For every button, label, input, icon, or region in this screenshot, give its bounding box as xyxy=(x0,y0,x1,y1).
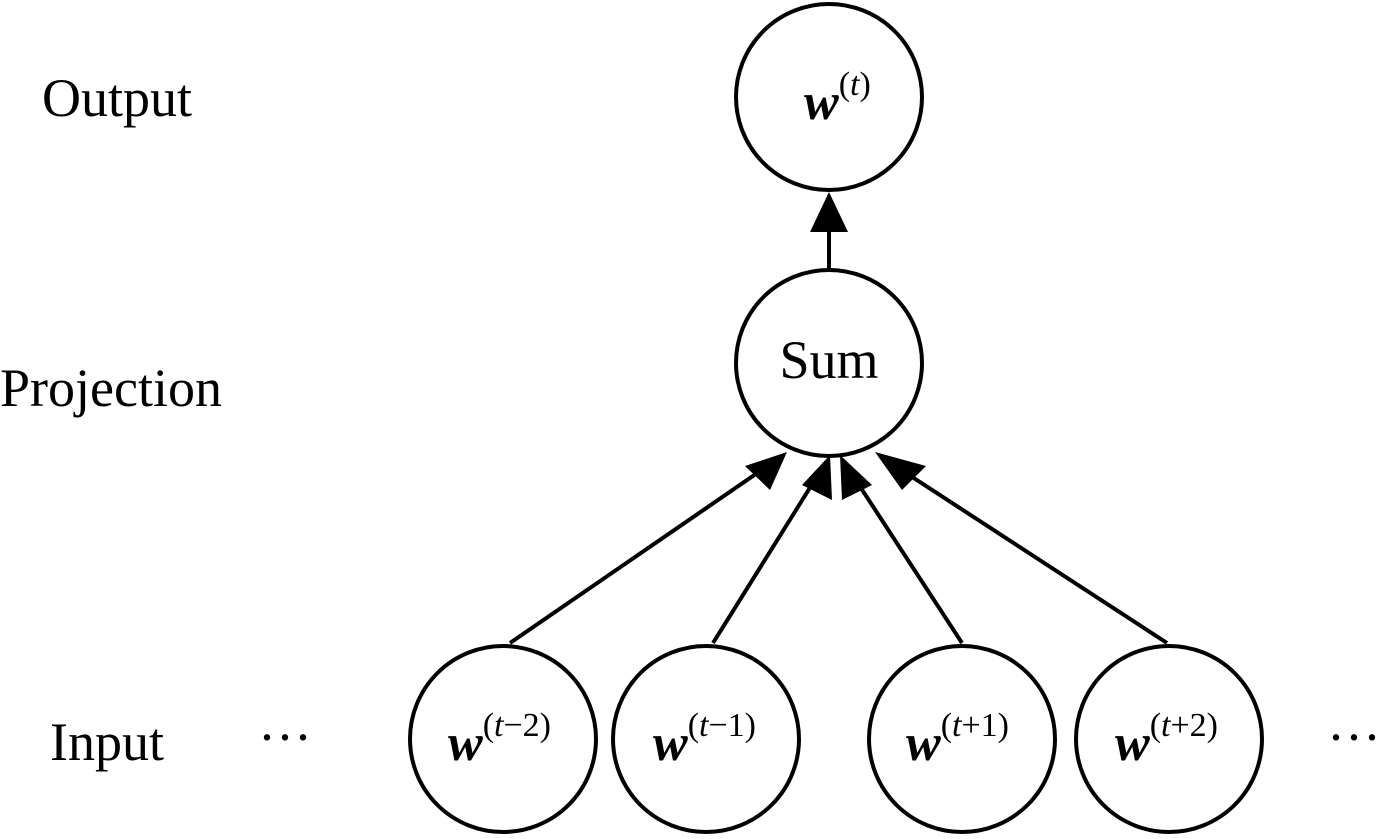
input-node-2-sup-open: ( xyxy=(688,707,699,744)
arrowhead-input-4 xyxy=(875,452,926,490)
svg-text:w(t−2): w(t−2) xyxy=(448,707,551,772)
output-node: w(t) xyxy=(734,2,924,192)
svg-text:w(t): w(t) xyxy=(804,66,871,131)
arrowhead-input-1 xyxy=(745,452,787,490)
input-node-3-sup-index: t xyxy=(952,707,963,744)
input-node-3-sup-close: ) xyxy=(998,707,1009,744)
right-ellipsis: ··· xyxy=(1327,707,1381,767)
input-node-4-sup-close: ) xyxy=(1207,707,1218,744)
input-layer-label: Input xyxy=(50,712,164,772)
input-node-1-var: w xyxy=(448,715,483,772)
input-node-3-sup-offset: +1 xyxy=(961,707,997,744)
input-node-1-sup-offset: −2 xyxy=(503,707,539,744)
input-node-4-var: w xyxy=(1115,715,1150,772)
input-node-4-sup-index: t xyxy=(1161,707,1172,744)
svg-text:w(t+2): w(t+2) xyxy=(1115,707,1218,772)
input-node-1-sup-open: ( xyxy=(483,707,494,744)
input-node-1-sup-index: t xyxy=(494,707,505,744)
input-node-1-sup-close: ) xyxy=(540,707,551,744)
projection-node-label: Sum xyxy=(779,330,878,390)
output-node-var: w xyxy=(804,74,839,131)
edge-input-1-to-sum xyxy=(508,454,784,645)
input-node-1: w(t−2) xyxy=(408,644,598,834)
input-node-4-sup-offset: +2 xyxy=(1170,707,1206,744)
left-ellipsis: ··· xyxy=(258,707,312,767)
input-node-2-sup-offset: −1 xyxy=(708,707,744,744)
edge-input-2-to-sum xyxy=(711,460,828,645)
input-node-3-sup-open: ( xyxy=(941,707,952,744)
projection-layer-label: Projection xyxy=(0,358,222,418)
output-node-sup-close: ) xyxy=(859,66,870,103)
edge-input-4-to-sum xyxy=(878,454,1169,645)
input-node-2: w(t−1) xyxy=(611,644,801,834)
input-node-4-sup-open: ( xyxy=(1150,707,1161,744)
output-layer-label: Output xyxy=(42,68,192,128)
input-node-4: w(t+2) xyxy=(1074,644,1264,834)
output-node-sup-open: ( xyxy=(839,66,850,103)
output-node-sup-index: t xyxy=(850,66,861,103)
input-node-3-var: w xyxy=(906,715,941,772)
svg-text:w(t+1): w(t+1) xyxy=(906,707,1009,772)
edge-input-3-to-sum xyxy=(842,460,964,645)
input-node-2-var: w xyxy=(653,715,688,772)
arrowhead-input-2 xyxy=(802,455,832,500)
input-node-2-sup-index: t xyxy=(699,707,710,744)
arrowhead-input-3 xyxy=(840,455,872,500)
svg-text:w(t−1): w(t−1) xyxy=(653,707,756,772)
arrowhead-sum-to-output xyxy=(810,192,848,232)
projection-node: Sum xyxy=(734,268,924,458)
input-node-3: w(t+1) xyxy=(867,644,1057,834)
input-node-2-sup-close: ) xyxy=(745,707,756,744)
edges xyxy=(508,192,1169,645)
